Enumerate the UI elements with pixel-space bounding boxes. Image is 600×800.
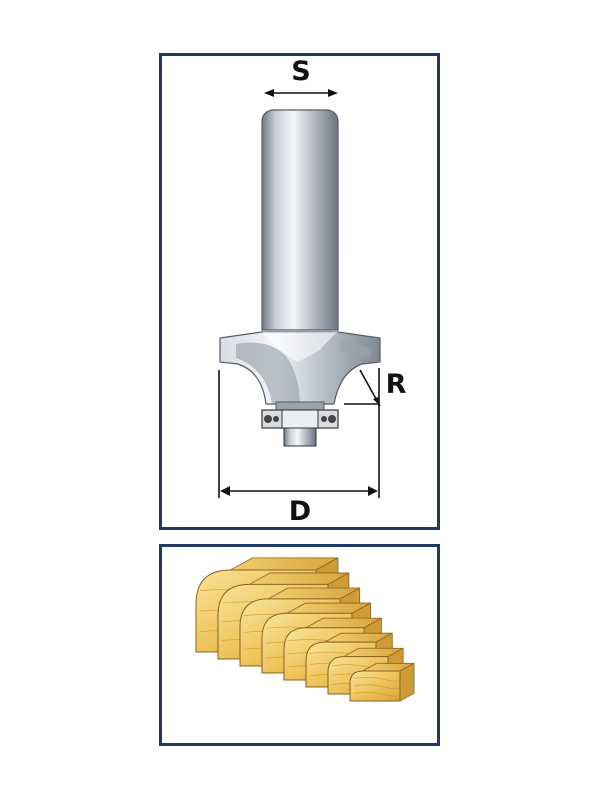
radius-label: R bbox=[386, 369, 407, 400]
router-bit-icon bbox=[219, 109, 381, 411]
wood-profile-sample bbox=[349, 662, 415, 702]
shank-diameter-label: S bbox=[291, 56, 310, 87]
bearing-icon bbox=[261, 409, 339, 447]
wood-profile-icon bbox=[195, 557, 415, 702]
dimension-lines bbox=[218, 89, 381, 498]
cutting-diameter-label: D bbox=[289, 496, 311, 527]
